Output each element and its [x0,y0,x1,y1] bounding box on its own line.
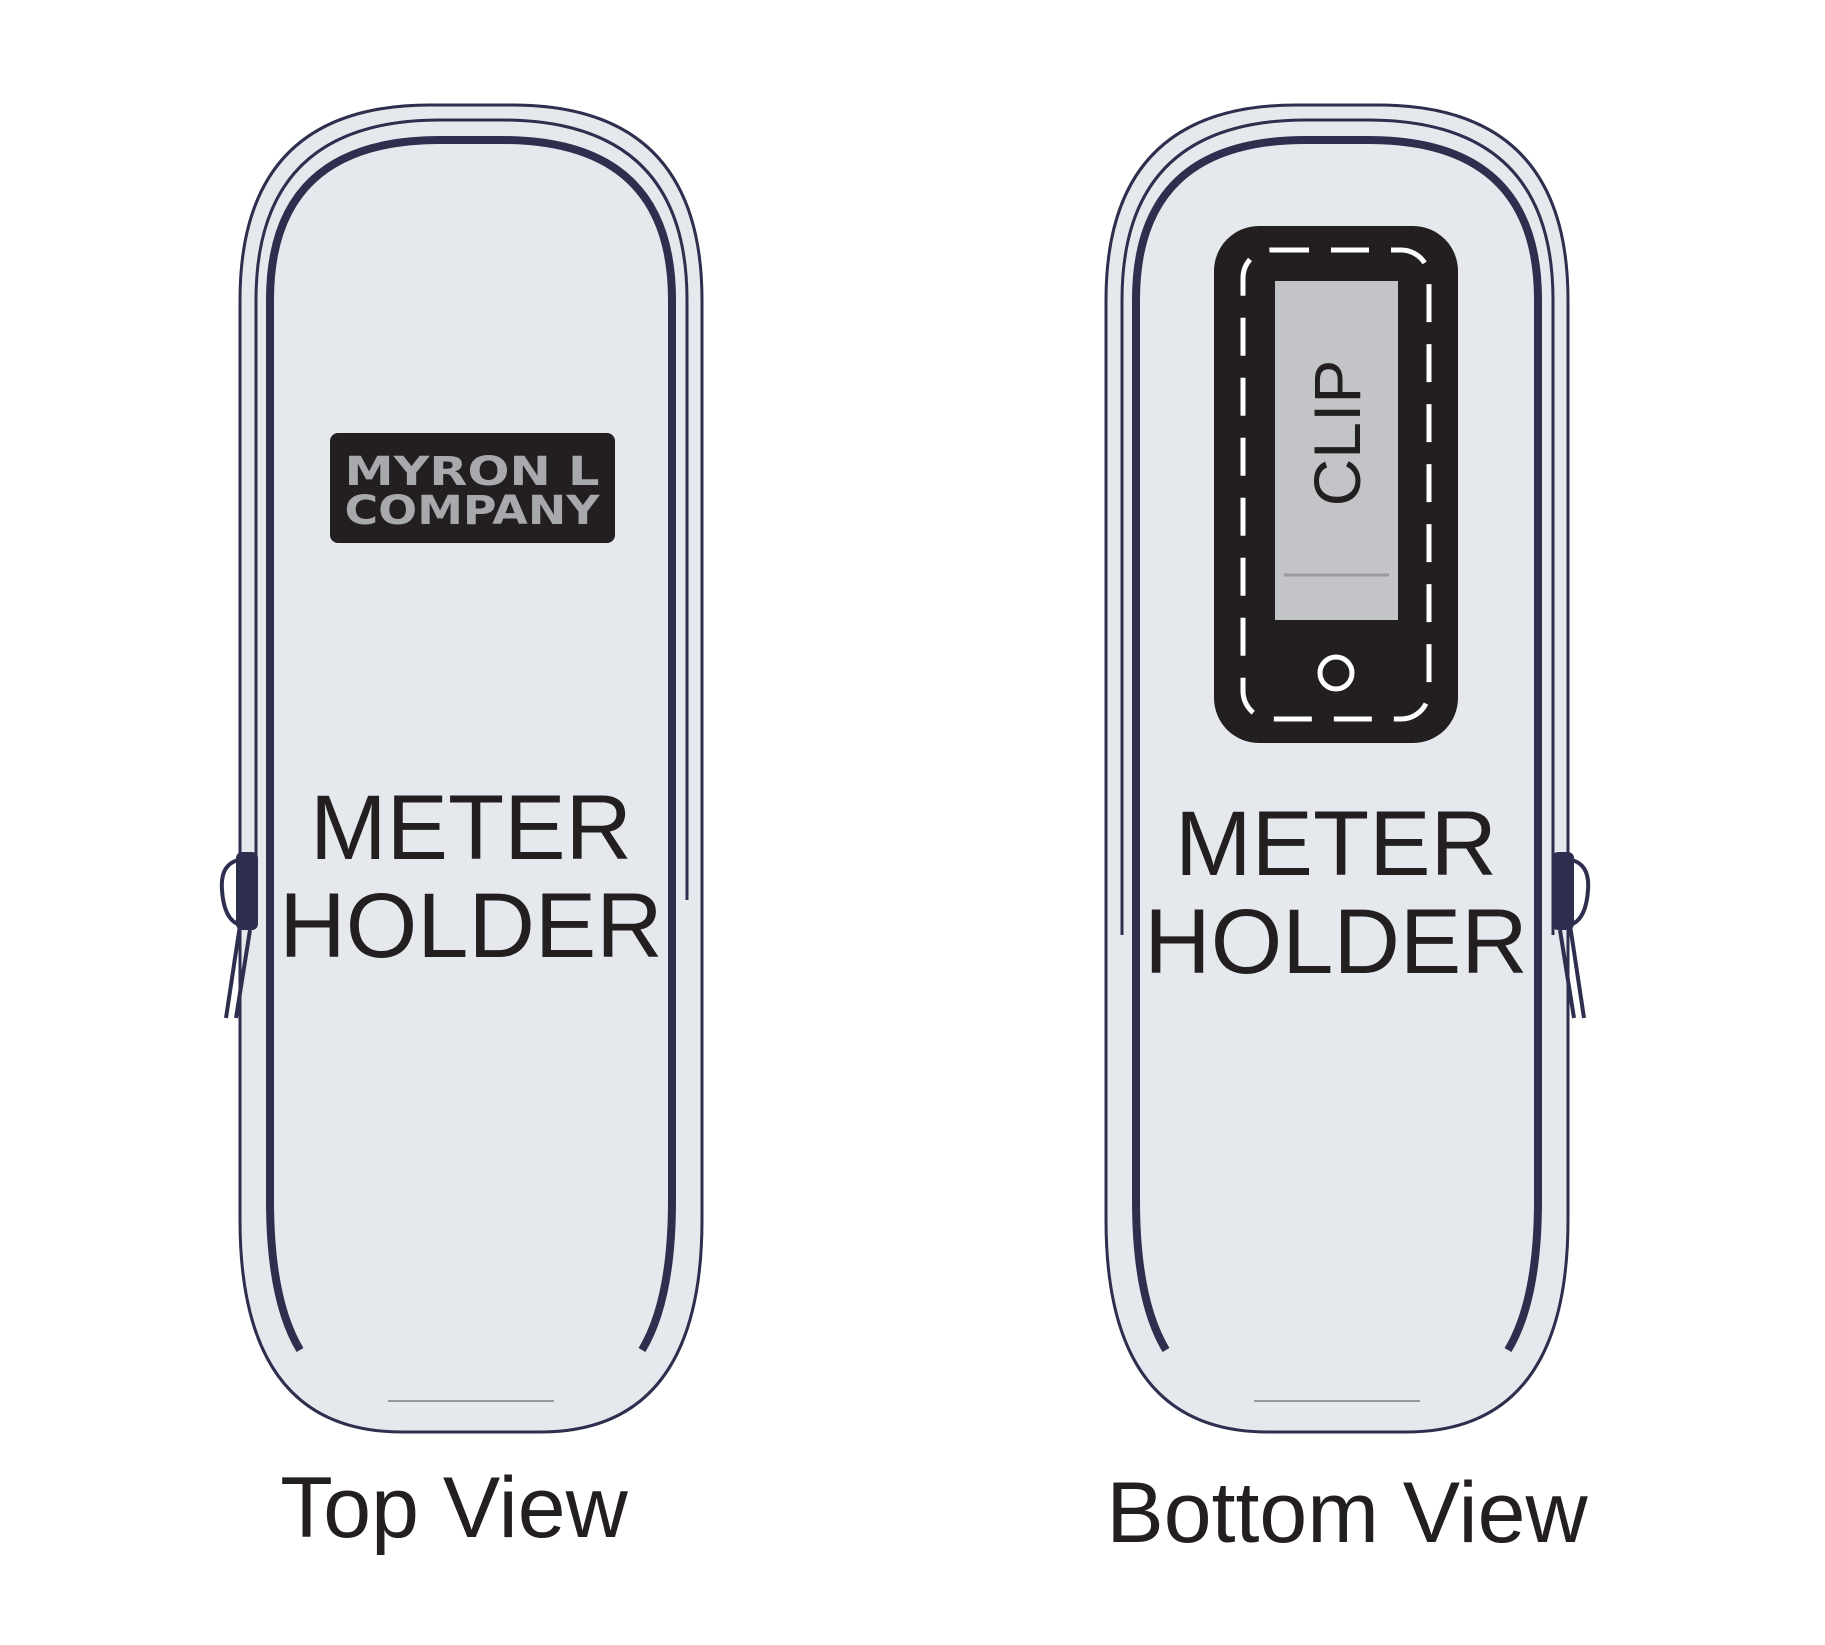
holder-label: HOLDER [279,875,662,977]
bottom-view-caption: Bottom View [1106,1465,1588,1561]
clip-label: CLIP [1300,360,1374,507]
holder-inner-seam [1132,136,1542,1353]
holder-label: HOLDER [1144,891,1527,993]
top-view-caption: Top View [280,1460,628,1556]
logo-line2: COMPANY [345,488,601,534]
clip-window [1275,281,1398,620]
bottom-view-holder: CLIP METER HOLDER [1104,103,1591,1434]
clip-stitching [1240,247,1432,722]
logo-line1: MYRON L [345,449,600,495]
holder-middle-seam [254,118,689,900]
holder-inner-seam [266,136,676,1353]
meter-label: METER [310,777,632,879]
holder-middle-seam [1120,118,1555,935]
clip-rivet-icon [1317,654,1355,692]
side-zipper-pull-icon [219,852,258,1019]
myron-l-logo: MYRON L COMPANY [330,433,615,543]
top-view-holder: MYRON L COMPANY METER HOLDER [219,103,704,1434]
holder-outer-outline [238,103,704,1434]
meter-label: METER [1175,793,1497,895]
side-zipper-pull-icon [1552,852,1591,1019]
belt-clip: CLIP [1214,226,1458,743]
